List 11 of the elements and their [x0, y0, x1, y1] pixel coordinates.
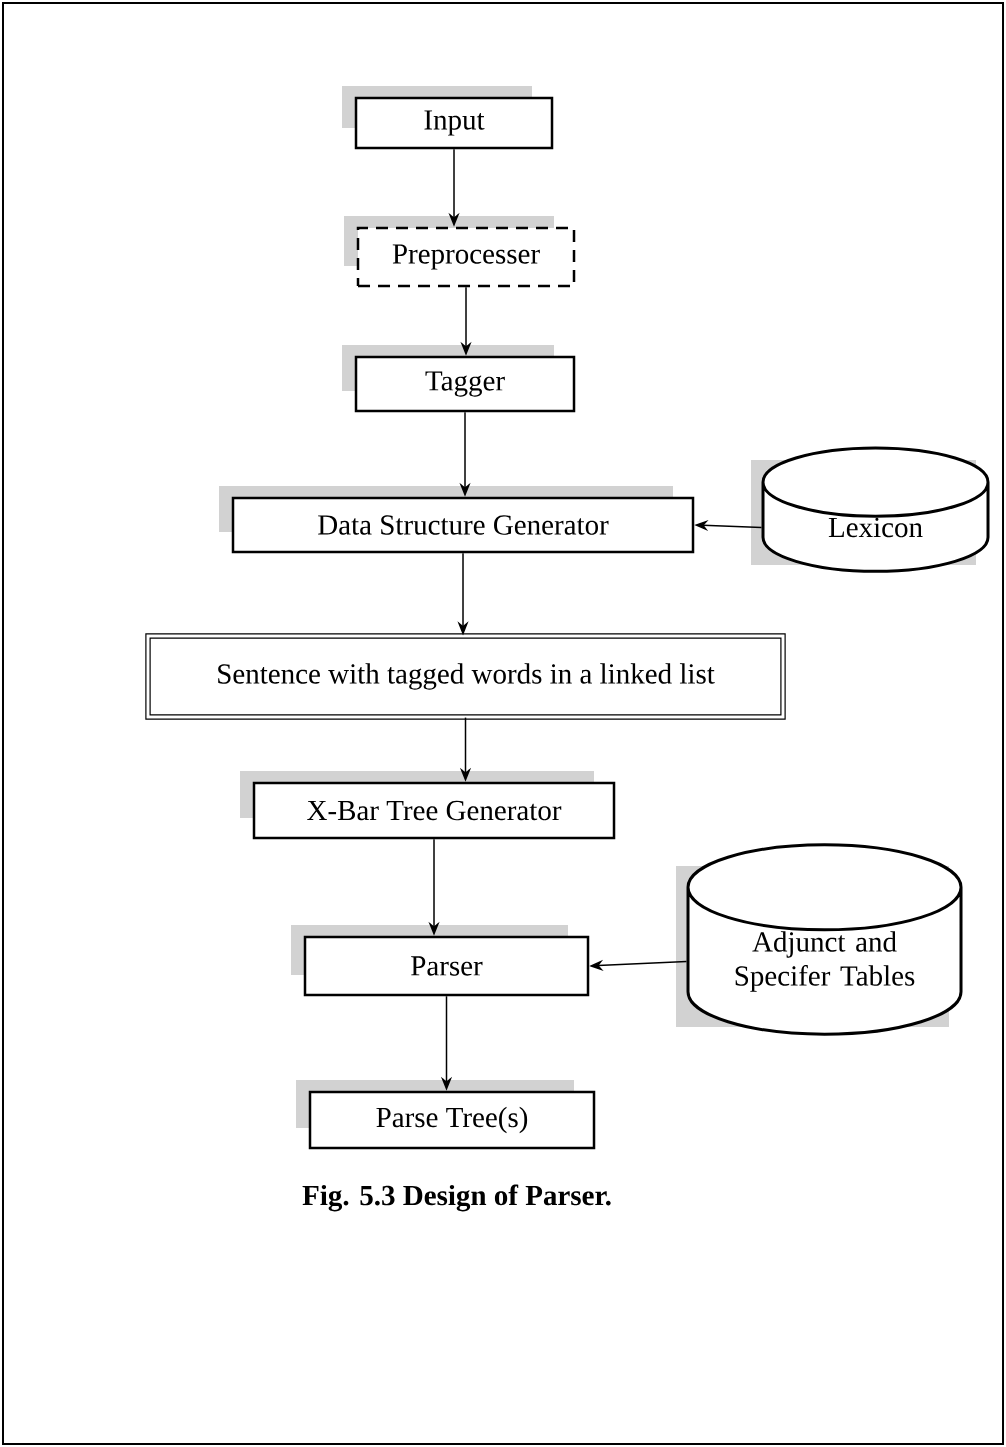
process-box: Sentence with tagged words in a linked list [145, 633, 786, 720]
figure-caption: Fig. 5.3 Design of Parser. [302, 1184, 611, 1212]
process-box: Data Structure Generator [219, 486, 695, 554]
process-box: Parse Tree(s) [296, 1080, 596, 1150]
database-cylinder: Lexicon [751, 446, 990, 573]
process-box: X-Bar Tree Generator [240, 771, 616, 840]
process-box: Preprocesser [344, 216, 576, 288]
database-cylinder: Adjunct and Specifer Tables [676, 843, 963, 1036]
process-box: Parser [291, 925, 590, 997]
process-box: Input [342, 86, 554, 150]
process-box: Tagger [342, 345, 576, 413]
